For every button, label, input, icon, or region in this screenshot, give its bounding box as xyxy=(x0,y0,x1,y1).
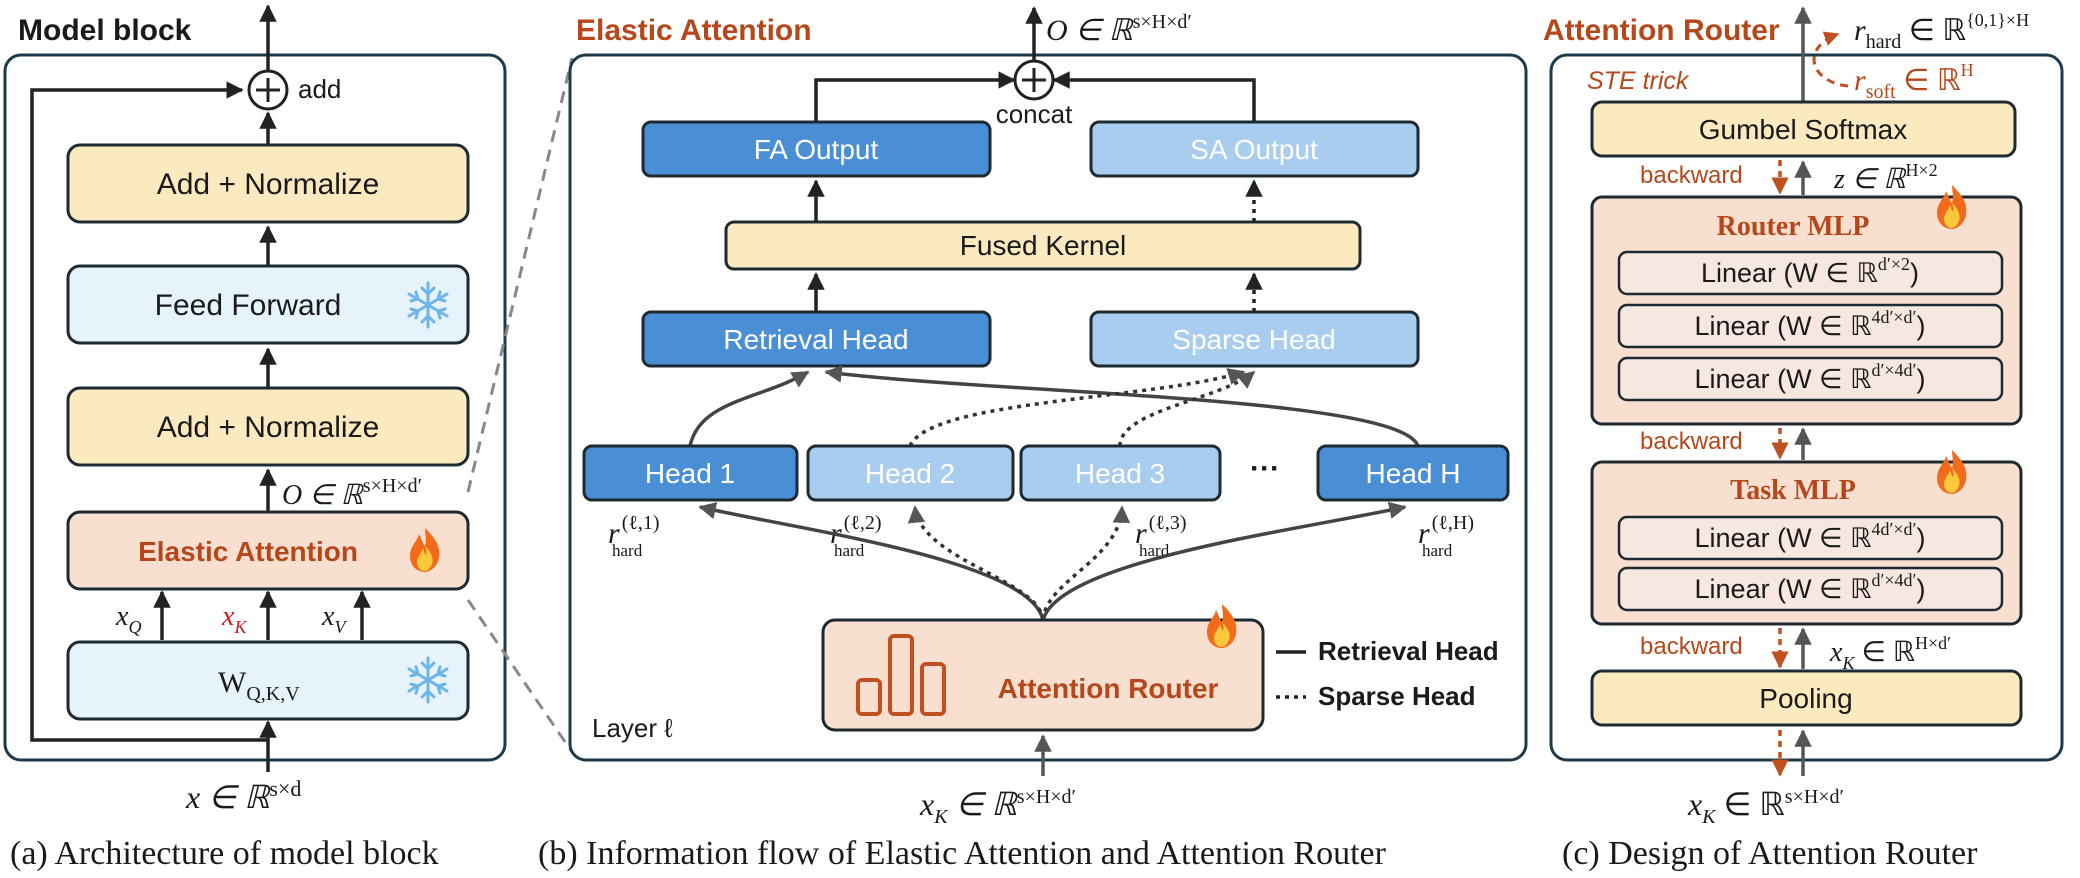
layer-label: Layer ℓ xyxy=(592,713,673,743)
feed-forward-label: Feed Forward xyxy=(155,289,342,322)
sparse-head-box xyxy=(1089,310,1420,368)
flame-icon xyxy=(1207,604,1237,648)
r-hard-2-sub: hard xyxy=(834,541,865,560)
elastic-attention-box xyxy=(66,510,470,591)
panel-a: Model block add Add + Normalize Feed For… xyxy=(3,4,507,815)
add-normalize-bottom-label: Add + Normalize xyxy=(157,411,380,444)
xq-label: xQ xyxy=(115,601,141,637)
backward-label-1: backward xyxy=(1640,162,1743,189)
backward-label-2: backward xyxy=(1640,428,1743,455)
r-hard-1-sub: hard xyxy=(612,541,643,560)
head-1-label: Head 1 xyxy=(645,458,735,489)
caption-c: (c) Design of Attention Router xyxy=(1562,835,1978,872)
panel-b-output-label: O ∈ ℝs×H×d′ xyxy=(1046,11,1192,47)
router-linear-1-box xyxy=(1617,250,2004,296)
gumbel-softmax-label: Gumbel Softmax xyxy=(1699,114,1908,145)
feed-forward-box xyxy=(66,264,470,345)
task-linear-2-box xyxy=(1617,566,2004,612)
ste-trick-label: STE trick xyxy=(1587,67,1690,95)
zoom-line-bottom xyxy=(466,599,574,753)
add-label: add xyxy=(298,74,341,104)
sparse-head-label: Sparse Head xyxy=(1172,324,1335,355)
head-3-box xyxy=(1019,444,1222,502)
sa-output-label: SA Output xyxy=(1190,134,1318,165)
fa-output-box xyxy=(641,120,992,178)
model-block-frame xyxy=(3,53,507,762)
sa-output-box xyxy=(1089,120,1420,178)
input-x-label: x ∈ ℝs×d xyxy=(185,776,301,815)
legend-dotted-label: Sparse Head xyxy=(1318,681,1476,711)
router-linear-3-label: Linear (W ∈ ℝd′×4d′) xyxy=(1695,360,1926,394)
add-normalize-bottom-box xyxy=(66,386,470,467)
gumbel-softmax-box xyxy=(1590,100,2017,158)
panel-c-input-label: xK ∈ ℝs×H×d′ xyxy=(1687,786,1844,828)
attention-router-frame xyxy=(1549,53,2064,762)
xk-label: xK xyxy=(221,601,247,637)
pooling-label: Pooling xyxy=(1759,683,1852,714)
head-2-label: Head 2 xyxy=(865,458,955,489)
pooling-box xyxy=(1590,669,2023,727)
flame-icon xyxy=(1937,450,1967,494)
panel-b: Elastic Attention O ∈ ℝs×H×d′ concat FA … xyxy=(568,6,1528,828)
ste-arrow xyxy=(1812,31,1849,88)
add-normalize-top-box xyxy=(66,143,470,224)
flame-icon xyxy=(1937,185,1967,229)
attention-router-label: Attention Router xyxy=(998,673,1219,704)
xv-label: xV xyxy=(321,601,347,637)
head-2-box xyxy=(806,444,1015,502)
fused-kernel-label: Fused Kernel xyxy=(960,230,1127,261)
wqkv-box xyxy=(66,640,470,721)
panel-c: Attention Router rhard ∈ ℝ{0,1}×H rsoft … xyxy=(1543,6,2064,828)
r-hard-h-sub: hard xyxy=(1422,541,1453,560)
r-hard-1-label: r(ℓ,1) xyxy=(608,512,660,550)
head-h-box xyxy=(1316,444,1510,502)
head-1-box xyxy=(582,444,799,502)
bar-chart-icon xyxy=(856,634,946,716)
heads-ellipsis: ··· xyxy=(1250,452,1280,485)
caption-a: (a) Architecture of model block xyxy=(10,835,439,872)
xk-hd-label: xK ∈ ℝH×d′ xyxy=(1829,633,1951,673)
r-hard-h-label: r(ℓ,H) xyxy=(1418,512,1474,550)
fused-kernel-box xyxy=(724,220,1362,271)
router-mlp-label: Router MLP xyxy=(1717,211,1870,242)
o-label: O ∈ ℝs×H×d′ xyxy=(282,475,422,511)
fa-output-label: FA Output xyxy=(754,134,879,165)
add-normalize-top-label: Add + Normalize xyxy=(157,168,380,201)
backward-label-3: backward xyxy=(1640,633,1743,660)
router-linear-2-box xyxy=(1617,303,2004,349)
panel-b-title: Elastic Attention xyxy=(576,14,812,47)
panel-c-title: Attention Router xyxy=(1543,14,1780,47)
r-hard-3-label: r(ℓ,3) xyxy=(1135,512,1187,550)
retrieval-head-box xyxy=(641,310,992,368)
router-linear-2-label: Linear (W ∈ ℝ4d′×d′) xyxy=(1695,307,1926,341)
z-label: z ∈ ℝH×2 xyxy=(1833,160,1938,195)
head-3-label: Head 3 xyxy=(1075,458,1165,489)
concat-label: concat xyxy=(996,99,1073,129)
legend-solid-label: Retrieval Head xyxy=(1318,636,1499,666)
r-soft-label: rsoft ∈ ℝH xyxy=(1854,60,1974,103)
r-hard-label: rhard ∈ ℝ{0,1}×H xyxy=(1854,10,2029,53)
router-linear-3-box xyxy=(1617,356,2004,402)
router-linear-1-label: Linear (W ∈ ℝd′×2) xyxy=(1701,254,1919,288)
residual-arrow xyxy=(30,81,268,742)
task-linear-2-label: Linear (W ∈ ℝd′×4d′) xyxy=(1695,570,1926,604)
elastic-attention-label: Elastic Attention xyxy=(138,536,358,567)
task-linear-1-box xyxy=(1617,515,2004,561)
head-h-label: Head H xyxy=(1366,458,1461,489)
zoom-line-top xyxy=(466,57,574,493)
wqkv-label: WQ,K,V xyxy=(218,666,300,705)
panel-a-title: Model block xyxy=(18,14,192,47)
caption-b: (b) Information flow of Elastic Attentio… xyxy=(538,835,1387,872)
elastic-attention-frame xyxy=(568,53,1528,762)
task-mlp-label: Task MLP xyxy=(1730,475,1856,506)
retrieval-head-label: Retrieval Head xyxy=(723,324,908,355)
attention-router-box xyxy=(821,618,1265,732)
panel-b-input-label: xK ∈ ℝs×H×d′ xyxy=(919,786,1076,828)
task-linear-1-label: Linear (W ∈ ℝ4d′×d′) xyxy=(1695,519,1926,553)
